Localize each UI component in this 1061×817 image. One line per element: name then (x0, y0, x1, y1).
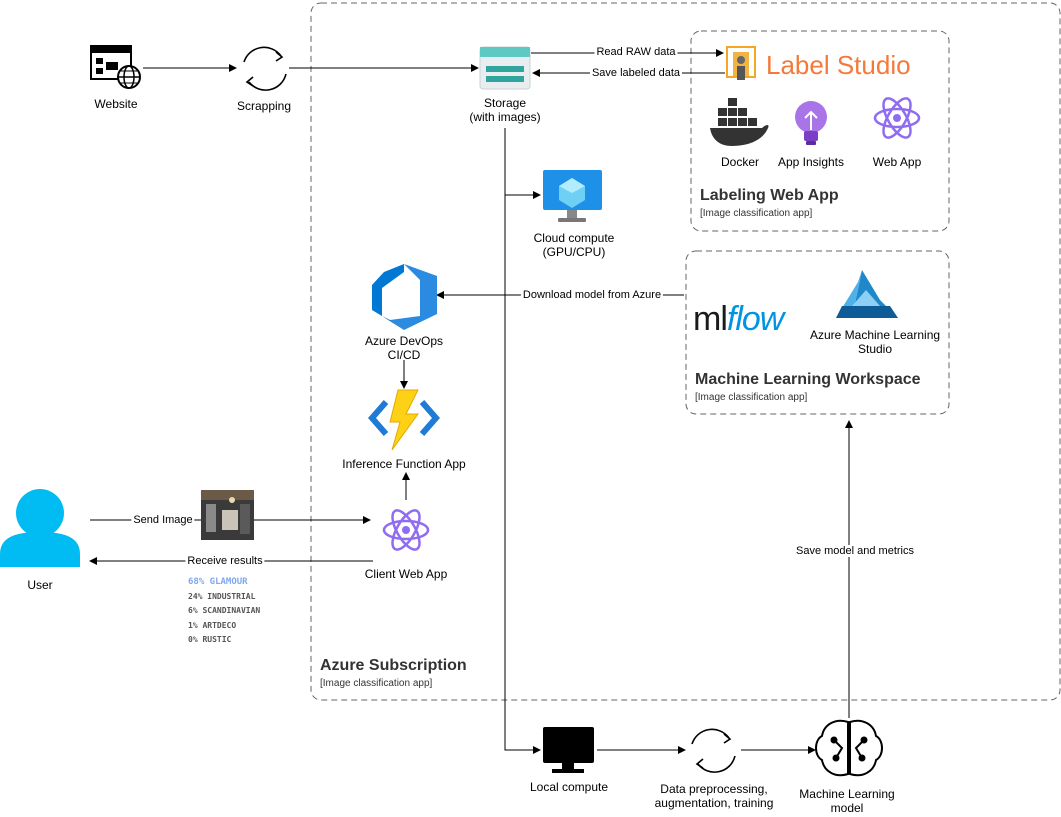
azure-devops-label: Azure DevOps CI/CD (365, 334, 443, 362)
azure-devops-label-line1: Azure DevOps (364, 334, 444, 348)
mlflow-logo: mlflow (693, 300, 784, 339)
prediction-item: 0% RUSTIC (188, 635, 232, 644)
storage-label-line2: (with images) (469, 110, 541, 124)
function-app-icon (368, 389, 440, 451)
azure-subscription-group (310, 2, 1061, 701)
edge-label-save-labeled: Save labeled data (589, 67, 683, 79)
web-app-label: Web App (872, 155, 922, 169)
app-insights-icon (795, 101, 827, 145)
edge-label-save-model: Save model and metrics (794, 545, 916, 557)
prediction-item: 6% SCANDINAVIAN (188, 606, 261, 615)
scrapping-label: Scrapping (236, 99, 292, 113)
ml-workspace-group-subtitle: [Image classification app] (695, 392, 808, 403)
azure-ml-studio-icon (836, 270, 898, 318)
data-preprocessing-label-line1: Data preprocessing, (660, 782, 768, 796)
docker-label: Docker (720, 155, 760, 169)
preprocessing-cycle-icon (691, 728, 736, 773)
subscription-group-title: Azure Subscription (320, 657, 467, 674)
edge-label-read-raw: Read RAW data (594, 46, 678, 58)
web-app-icon (873, 97, 921, 139)
azure-devops-label-line2: CI/CD (387, 348, 421, 362)
local-compute-icon (543, 727, 594, 773)
mlflow-logo-ml: ml (693, 300, 728, 338)
prediction-item: 68% GLAMOUR (188, 577, 248, 587)
client-web-app-icon (382, 509, 430, 551)
label-studio-logo: Label Studio (766, 50, 911, 80)
labeling-group-subtitle: [Image classification app] (700, 208, 813, 219)
ml-model-label: Machine Learning model (799, 787, 894, 815)
prediction-item: 1% ARTDECO (188, 620, 237, 630)
edge-label-download-model: Download model from Azure (520, 289, 664, 301)
inference-function-app-label: Inference Function App (342, 457, 466, 471)
ml-model-label-line1: Machine Learning (799, 787, 895, 801)
prediction-results: 68% GLAMOUR 24% INDUSTRIAL 6% SCANDINAVI… (188, 575, 260, 648)
labeling-web-app-group (690, 30, 950, 232)
subscription-group-subtitle: [Image classification app] (320, 678, 433, 689)
edge-storage-local (504, 195, 541, 754)
data-preprocessing-label-line2: augmentation, training (654, 796, 774, 810)
edge-label-send-image: Send Image (131, 514, 195, 526)
storage-label: Storage (with images) (469, 96, 540, 124)
edge-storage-cloud (504, 128, 541, 199)
cloud-compute-label: Cloud compute (GPU/CPU) (534, 231, 615, 259)
user-label: User (27, 578, 53, 592)
azure-ml-studio-label: Azure Machine Learning Studio (810, 328, 940, 356)
cloud-compute-label-line2: (GPU/CPU) (542, 245, 606, 259)
labeling-group-title: Labeling Web App (700, 187, 839, 204)
azure-ml-studio-label-line2: Studio (857, 342, 893, 356)
ml-model-brain-icon (815, 719, 883, 777)
cycle-icon (243, 46, 287, 91)
client-web-app-label: Client Web App (364, 567, 448, 581)
storage-label-line1: Storage (483, 96, 527, 110)
website-icon (90, 45, 141, 89)
edge-label-receive-results: Receive results (185, 555, 265, 567)
sent-image-thumbnail (201, 490, 254, 540)
cloud-compute-icon (543, 170, 602, 222)
local-compute-label: Local compute (529, 780, 609, 794)
cloud-compute-label-line1: Cloud compute (533, 231, 615, 245)
ml-model-label-line2: model (830, 801, 864, 815)
azure-devops-icon (372, 264, 437, 330)
ml-workspace-group-title: Machine Learning Workspace (695, 371, 921, 388)
storage-icon (479, 46, 531, 90)
website-label: Website (94, 97, 138, 111)
app-insights-label: App Insights (777, 155, 845, 169)
data-preprocessing-label: Data preprocessing, augmentation, traini… (655, 782, 774, 810)
label-studio-logo-icon (726, 46, 756, 80)
user-icon (0, 489, 80, 567)
prediction-item: 24% INDUSTRIAL (188, 591, 256, 601)
ml-workspace-group (685, 250, 950, 415)
mlflow-logo-flow: flow (726, 300, 784, 338)
docker-icon (710, 98, 769, 146)
azure-ml-studio-label-line1: Azure Machine Learning (809, 328, 941, 342)
